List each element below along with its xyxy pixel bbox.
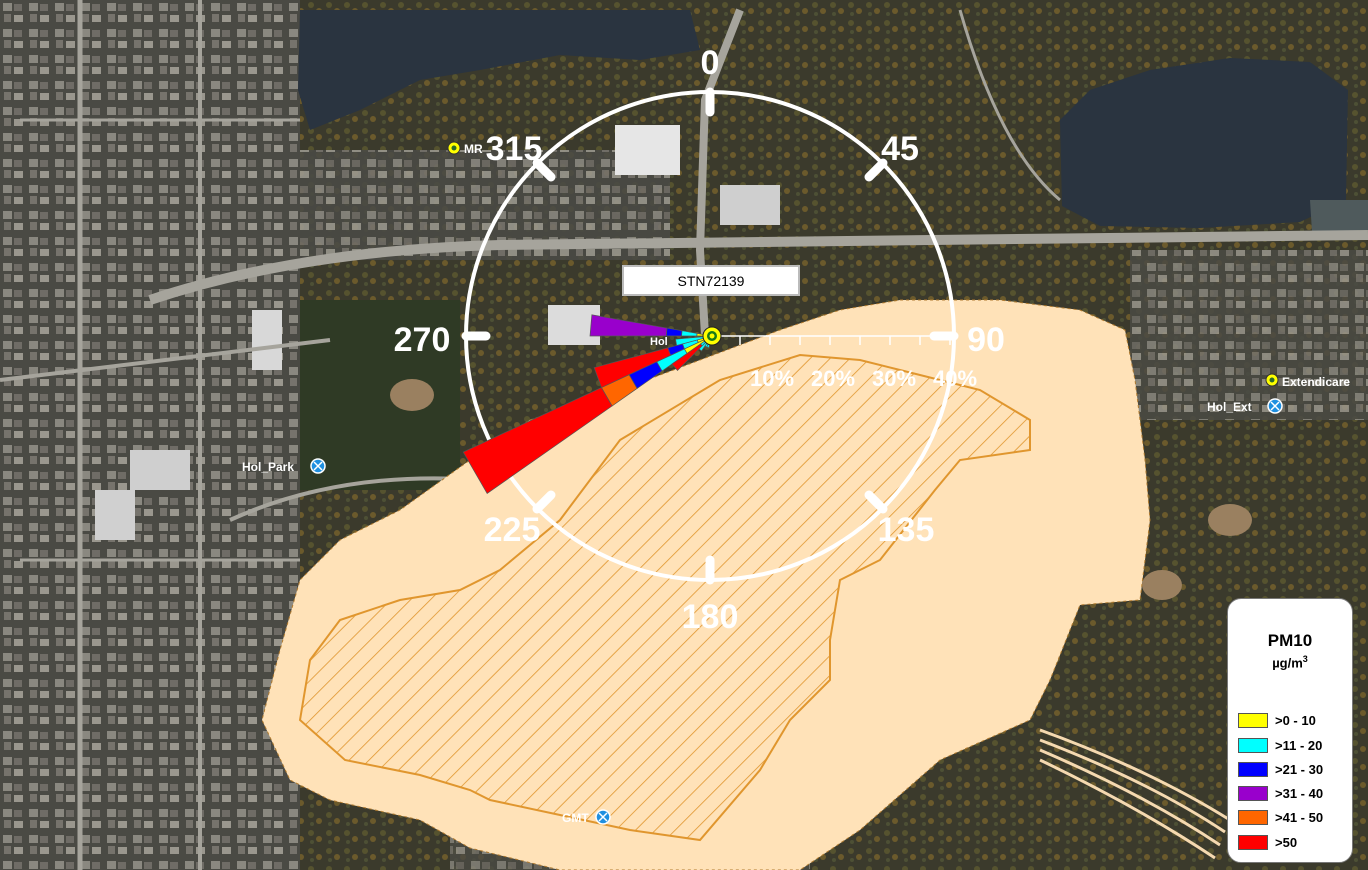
pond bbox=[1310, 200, 1368, 232]
legend-swatch-41-50 bbox=[1238, 809, 1268, 825]
legend-swatch-21-30 bbox=[1238, 761, 1268, 777]
ring-label-10: 10% bbox=[750, 366, 794, 391]
legend-label-21-30: >21 - 30 bbox=[1275, 761, 1324, 777]
legend-item-11-20: >11 - 20 bbox=[1238, 736, 1322, 754]
compass-label-0: 0 bbox=[701, 44, 720, 82]
legend-item-41-50: >41 - 50 bbox=[1238, 808, 1323, 826]
radial-scale-ticks bbox=[739, 336, 951, 345]
place-marker-hol-park[interactable]: Hol_Park bbox=[242, 458, 326, 474]
station-marker-center bbox=[709, 333, 715, 339]
legend-unit: µg/m3 bbox=[1228, 654, 1352, 670]
water-bodies bbox=[298, 10, 1368, 232]
legend-swatch-31-40 bbox=[1238, 785, 1268, 801]
legend-title: PM10 bbox=[1267, 631, 1313, 650]
compass-label-180: 180 bbox=[682, 598, 739, 636]
hol-park-label: Hol_Park bbox=[242, 460, 294, 474]
place-marker-gmt[interactable]: GMT bbox=[562, 809, 611, 825]
gmt-marker-cross bbox=[598, 812, 608, 822]
station-marker[interactable] bbox=[702, 326, 722, 346]
legend-item-0-10: >0 - 10 bbox=[1238, 711, 1316, 729]
legend-label-11-20: >11 - 20 bbox=[1275, 737, 1323, 753]
legend-label-50-plus: >50 bbox=[1275, 834, 1298, 850]
gmt-label: GMT bbox=[562, 811, 589, 825]
wind-rose-petal-230-segment-2 bbox=[671, 343, 703, 372]
legend-item-50-plus: >50 bbox=[1238, 833, 1297, 851]
station-short-label: Hol bbox=[650, 336, 668, 348]
railway-lines bbox=[1039, 728, 1231, 860]
legend-item-21-30: >21 - 30 bbox=[1238, 760, 1323, 778]
extendicare-label: Extendicare bbox=[1282, 375, 1350, 389]
wind-rose-petal-275-segment-3 bbox=[589, 314, 668, 337]
place-marker-hol-ext[interactable]: Hol_Ext bbox=[1207, 398, 1283, 414]
mrc-label: MR bbox=[464, 142, 483, 156]
wind-rose-petal-250-segment-3 bbox=[593, 347, 671, 389]
station-id-label: STN72139 bbox=[622, 265, 800, 296]
compass-label-135: 135 bbox=[878, 511, 935, 549]
legend-unit-sup: 3 bbox=[1302, 654, 1308, 664]
pm10-legend: PM10 µg/m3 >0 - 10 >11 - 20 >21 - 30 >31… bbox=[1227, 598, 1353, 863]
place-marker-extendicare[interactable]: Extendicare bbox=[1265, 373, 1350, 389]
legend-swatch-0-10 bbox=[1238, 712, 1268, 728]
hol-ext-marker-cross bbox=[1270, 401, 1280, 411]
place-marker-mrc[interactable]: MR bbox=[447, 141, 483, 156]
mrc-marker-dot bbox=[451, 145, 457, 151]
legend-unit-text: µg/m bbox=[1272, 655, 1303, 671]
compass-label-315: 315 bbox=[486, 130, 543, 168]
hol-ext-label: Hol_Ext bbox=[1207, 400, 1252, 414]
ring-label-40: 40% bbox=[933, 366, 977, 391]
lake-northwest bbox=[298, 10, 700, 130]
compass-rose: 0 45 90 135 180 225 270 315 10% 20% 30% … bbox=[394, 44, 1005, 636]
compass-label-270: 270 bbox=[394, 321, 451, 359]
extendicare-marker-dot bbox=[1269, 377, 1275, 383]
legend-swatch-11-20 bbox=[1238, 737, 1268, 753]
compass-label-45: 45 bbox=[881, 130, 919, 168]
ring-label-30: 30% bbox=[872, 366, 916, 391]
legend-swatch-50-plus bbox=[1238, 834, 1268, 850]
station-id-text: STN72139 bbox=[677, 272, 745, 289]
plume-inner-zone bbox=[298, 353, 1031, 842]
legend-item-31-40: >31 - 40 bbox=[1238, 784, 1323, 802]
legend-label-31-40: >31 - 40 bbox=[1275, 785, 1324, 801]
lake-northeast bbox=[1060, 58, 1348, 228]
legend-label-0-10: >0 - 10 bbox=[1275, 712, 1316, 728]
compass-label-90: 90 bbox=[967, 321, 1005, 359]
wind-rose-petals bbox=[462, 314, 713, 494]
ring-label-20: 20% bbox=[811, 366, 855, 391]
hol-park-marker-cross bbox=[313, 461, 323, 471]
wind-rose-petal-240-segment-4 bbox=[462, 387, 613, 494]
legend-label-41-50: >41 - 50 bbox=[1275, 809, 1324, 825]
compass-label-225: 225 bbox=[484, 511, 541, 549]
